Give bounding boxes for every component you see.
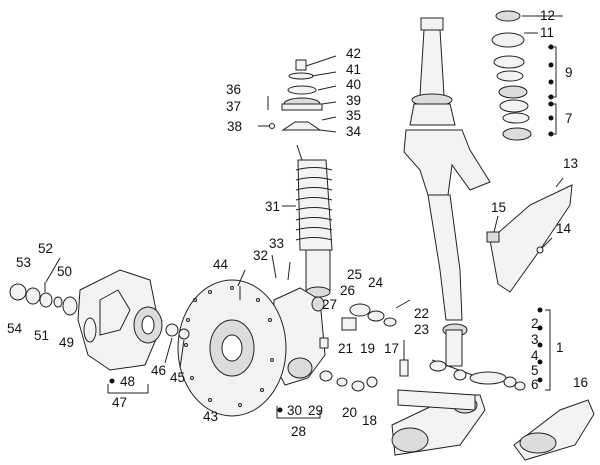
callout-23: 23: [414, 322, 430, 337]
callout-4: 4: [531, 348, 539, 363]
shock-absorber: [267, 59, 333, 298]
callout-20: 20: [342, 405, 358, 420]
callout-42: 42: [346, 46, 362, 61]
callout-53: 53: [16, 255, 32, 270]
callout-16: 16: [573, 375, 589, 390]
callout-44: 44: [213, 257, 229, 272]
callout-35: 35: [346, 108, 362, 123]
wheel-hub: [77, 269, 190, 371]
callout-6: 6: [531, 377, 539, 392]
callout-27: 27: [322, 297, 338, 312]
bearing-stack: [491, 10, 563, 141]
callout-47: 47: [112, 395, 128, 410]
callout-32: 32: [253, 248, 269, 263]
mudguard-cover: [486, 177, 573, 293]
callout-24: 24: [368, 275, 384, 290]
rocker-arm: [391, 359, 595, 461]
callout-49: 49: [59, 335, 75, 350]
callout-29: 29: [308, 403, 324, 418]
callout-39: 39: [346, 93, 362, 108]
callout-22: 22: [414, 306, 430, 321]
callout-31: 31: [265, 199, 281, 214]
pivot-hardware: [319, 299, 411, 392]
callout-33: 33: [269, 236, 285, 251]
callout-43: 43: [203, 409, 219, 424]
callout-41: 41: [346, 62, 362, 77]
callout-13: 13: [563, 156, 579, 171]
callout-17: 17: [384, 341, 400, 356]
callout-46: 46: [151, 363, 167, 378]
callout-11: 11: [540, 25, 555, 40]
leader-lines: [45, 55, 337, 369]
callout-5: 5: [531, 363, 539, 378]
callout-12: 12: [540, 8, 556, 23]
callout-21: 21: [338, 341, 354, 356]
callout-3: 3: [531, 332, 539, 347]
callout-9: 9: [565, 65, 573, 80]
callout-19: 19: [360, 341, 376, 356]
callout-52: 52: [38, 241, 54, 256]
callout-38: 38: [227, 119, 243, 134]
callout-1: 1: [556, 340, 564, 355]
callout-15: 15: [491, 200, 507, 215]
callout-34: 34: [346, 124, 362, 139]
grouping-brackets: [107, 307, 551, 419]
callout-50: 50: [57, 264, 73, 279]
callout-37: 37: [226, 99, 242, 114]
callout-7: 7: [565, 111, 573, 126]
callout-26: 26: [340, 283, 356, 298]
callout-51: 51: [34, 328, 50, 343]
brake-disc: [177, 279, 287, 417]
hub-hardware-left: [9, 282, 78, 316]
callout-40: 40: [346, 77, 362, 92]
callout-28: 28: [291, 424, 307, 439]
callout-36: 36: [226, 82, 242, 97]
callout-18: 18: [362, 413, 378, 428]
callout-2: 2: [531, 316, 539, 331]
callout-54: 54: [7, 321, 23, 336]
callout-45: 45: [170, 370, 186, 385]
steering-column: [403, 17, 491, 367]
callout-25: 25: [347, 267, 363, 282]
callout-48: 48: [120, 374, 136, 389]
callout-14: 14: [556, 221, 572, 236]
callout-30: 30: [287, 403, 303, 418]
